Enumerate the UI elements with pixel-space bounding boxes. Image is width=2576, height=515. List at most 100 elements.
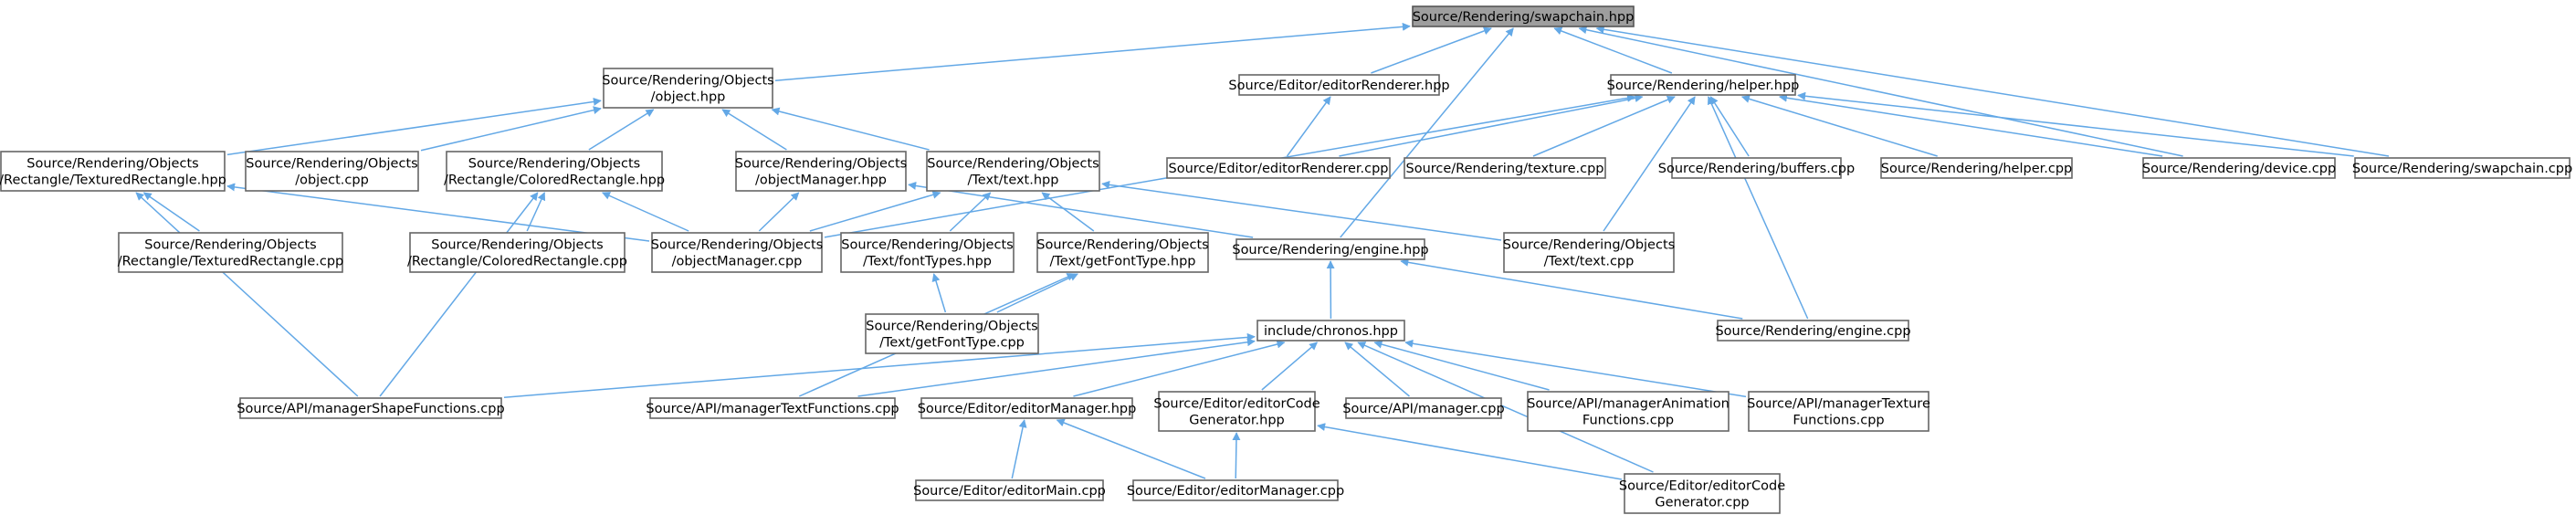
- node-box: [1158, 391, 1316, 432]
- node-box: [1036, 232, 1209, 273]
- node-label: /Rectangle/TexturedRectangle.cpp: [118, 255, 344, 269]
- edge-n17-to-n4: [226, 183, 650, 242]
- edge-line: [588, 109, 655, 151]
- node-box: [409, 232, 626, 273]
- node-box: [2354, 157, 2571, 179]
- edge-line: [996, 273, 1078, 313]
- node-label: /Text/getFontType.cpp: [879, 336, 1025, 351]
- edge-line: [1073, 340, 1286, 397]
- edge-n4-to-n1: [226, 97, 602, 156]
- edge-n33-to-n28: [1232, 432, 1241, 479]
- node-label: Source/Rendering/Objects: [1503, 238, 1675, 253]
- node-label: Source/Rendering/Objects: [735, 157, 907, 172]
- node-label: Functions.cpp: [1793, 414, 1884, 428]
- node-box: [603, 68, 773, 109]
- graph-node-root[interactable]: Source/Rendering/swapchain.hpp: [1412, 5, 1635, 27]
- graph-node[interactable]: Source/Editor/editorManager.cpp: [1127, 479, 1344, 501]
- edge-line: [908, 181, 1254, 238]
- graph-node[interactable]: include/chronos.hpp: [1256, 320, 1405, 342]
- graph-node[interactable]: Source/Rendering/Objects/objectManager.c…: [651, 232, 823, 273]
- edge-n21-to-n3: [1603, 96, 1696, 232]
- node-label: Source/Rendering/Objects: [841, 238, 1013, 253]
- node-label: /Rectangle/TexturedRectangle.hpp: [0, 173, 226, 188]
- edge-line: [142, 192, 200, 232]
- node-box: [1527, 391, 1730, 432]
- edge-line: [1232, 432, 1241, 479]
- graph-node[interactable]: Source/Editor/editorRenderer.hpp: [1228, 74, 1450, 96]
- edge-n34-to-n23: [1357, 342, 1654, 473]
- edge-n15-to-n4: [142, 192, 200, 232]
- edge-line: [1797, 91, 2354, 157]
- edge-n28-to-n23: [1261, 342, 1319, 391]
- graph-node[interactable]: Source/Rendering/engine.cpp: [1715, 320, 1911, 342]
- edge-n1-to-n0: [774, 22, 1411, 82]
- edge-n12-to-n3: [1740, 95, 1938, 157]
- node-label: /objectManager.cpp: [672, 255, 803, 269]
- edge-line: [1595, 25, 2390, 157]
- node-box: [1412, 5, 1635, 27]
- graph-node[interactable]: Source/Rendering/device.cpp: [2142, 157, 2336, 179]
- edge-line: [1740, 95, 1938, 157]
- node-label: Generator.cpp: [1655, 496, 1749, 510]
- graph-node[interactable]: Source/Rendering/Objects/Text/text.cpp: [1503, 232, 1675, 273]
- node-label: Source/API/managerAnimation: [1527, 397, 1730, 412]
- graph-node[interactable]: Source/Rendering/Objects/Rectangle/Textu…: [118, 232, 344, 273]
- graph-node[interactable]: Source/Rendering/swapchain.cpp: [2352, 157, 2572, 179]
- graph-node[interactable]: Source/Rendering/engine.hpp: [1232, 238, 1429, 260]
- graph-node[interactable]: Source/Rendering/helper.hpp: [1607, 74, 1800, 96]
- edge-line: [1404, 339, 1747, 398]
- edge-line: [1056, 418, 1206, 479]
- graph-node[interactable]: Source/API/managerShapeFunctions.cpp: [237, 397, 505, 419]
- graph-node[interactable]: Source/Rendering/Objects/Text/text.hpp: [926, 151, 1100, 192]
- node-box: [0, 151, 226, 192]
- node-label: Source/Rendering/buffers.cpp: [1658, 162, 1855, 176]
- node-label: Source/Editor/editorManager.hpp: [918, 402, 1137, 416]
- node-box: [649, 397, 896, 419]
- node-label: Source/Rendering/swapchain.hpp: [1413, 10, 1635, 25]
- node-label: Source/Rendering/Objects: [468, 157, 640, 172]
- node-label: Source/Rendering/Objects: [927, 157, 1099, 172]
- graph-node[interactable]: Source/Editor/editorMain.cpp: [913, 479, 1106, 501]
- graph-node[interactable]: Source/Rendering/Objects/Text/getFontTyp…: [1036, 232, 1209, 273]
- edge-n11-to-n3: [1709, 96, 1750, 157]
- graph-node[interactable]: Source/Rendering/buffers.cpp: [1658, 157, 1855, 179]
- node-box: [1238, 74, 1440, 96]
- node-box: [118, 232, 343, 273]
- edge-n22-to-n18: [931, 273, 947, 313]
- graph-node[interactable]: Source/Rendering/Objects/Rectangle/Textu…: [0, 151, 226, 192]
- node-box: [1235, 238, 1425, 260]
- edge-line: [1041, 192, 1095, 232]
- graph-node[interactable]: Source/Rendering/helper.cpp: [1880, 157, 2073, 179]
- graph-node[interactable]: Source/Rendering/Objects/Rectangle/Color…: [444, 151, 665, 192]
- graph-node[interactable]: Source/Editor/editorManager.hpp: [918, 397, 1137, 419]
- graph-node[interactable]: Source/Rendering/Objects/Rectangle/Color…: [407, 232, 627, 273]
- edge-n17-to-n6: [601, 192, 689, 232]
- node-label: Source/Editor/editorCode: [1619, 479, 1785, 494]
- edge-line: [1603, 96, 1696, 232]
- node-label: Source/Rendering/Objects: [26, 157, 198, 172]
- edge-n21-to-n8: [1101, 180, 1502, 241]
- edge-line: [1357, 342, 1654, 473]
- node-box: [1404, 157, 1606, 179]
- edge-line: [1101, 180, 1502, 241]
- graph-node[interactable]: Source/Rendering/texture.cpp: [1404, 157, 1606, 179]
- node-label: /objectManager.hpp: [755, 173, 887, 188]
- graph-node[interactable]: Source/Rendering/Objects/object.cpp: [245, 151, 419, 192]
- graph-node[interactable]: Source/Rendering/Objects/object.hpp: [602, 68, 774, 109]
- node-label: Source/Rendering/Objects: [246, 157, 417, 172]
- edge-line: [1339, 94, 1644, 157]
- graph-node[interactable]: Source/Rendering/Objects/Text/getFontTyp…: [865, 313, 1039, 354]
- node-label: Source/Editor/editorManager.cpp: [1127, 484, 1344, 499]
- graph-node[interactable]: Source/Editor/editorRenderer.cpp: [1166, 157, 1391, 179]
- edge-line: [226, 183, 650, 242]
- graph-node[interactable]: Source/Rendering/Objects/Text/fontTypes.…: [840, 232, 1015, 273]
- graph-node[interactable]: Source/API/manager.cpp: [1342, 397, 1505, 419]
- graph-node[interactable]: Source/Rendering/Objects/objectManager.h…: [735, 151, 907, 192]
- node-label: Source/Rendering/Objects: [431, 238, 603, 253]
- node-box: [1503, 232, 1675, 273]
- graph-node[interactable]: Source/API/managerTextFunctions.cpp: [646, 397, 899, 419]
